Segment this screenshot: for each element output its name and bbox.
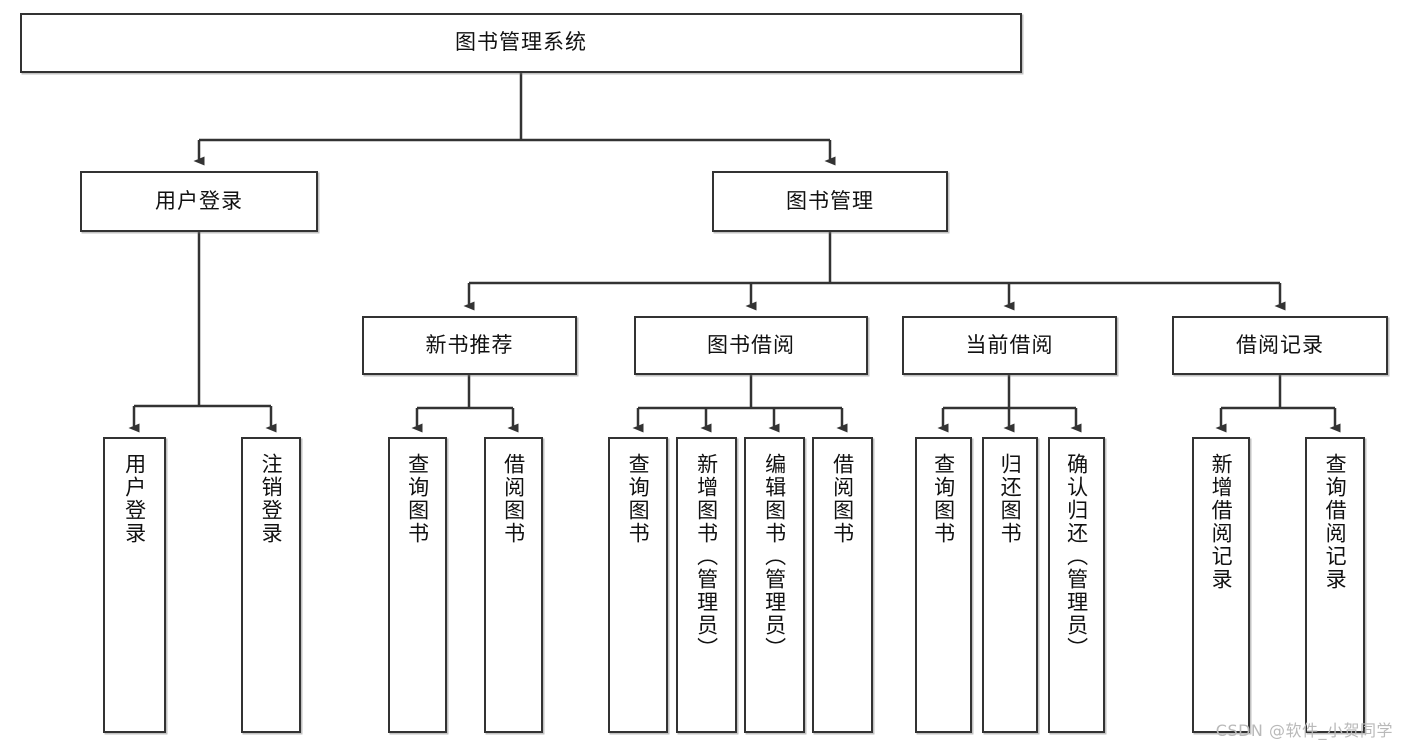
node-leaf-query-record[interactable]: 查询借阅记录: [1305, 437, 1365, 733]
node-root[interactable]: 图书管理系统: [20, 13, 1022, 73]
node-borrow-record-label: 借阅记录: [1236, 332, 1324, 357]
node-root-label: 图书管理系统: [455, 30, 587, 55]
node-new-book-recommend[interactable]: 新书推荐: [362, 316, 577, 375]
node-leaf-confirm-return-label: 确认归还（管理员）: [1064, 453, 1089, 660]
node-leaf-borrow-book-2-label: 借阅图书: [830, 453, 855, 545]
node-leaf-return-book[interactable]: 归还图书: [982, 437, 1038, 733]
node-leaf-user-login-label: 用户登录: [122, 453, 147, 545]
node-leaf-query-book-1[interactable]: 查询图书: [388, 437, 447, 733]
node-leaf-query-book-3[interactable]: 查询图书: [915, 437, 972, 733]
node-leaf-logout-login-label: 注销登录: [259, 453, 284, 545]
node-leaf-query-book-2[interactable]: 查询图书: [608, 437, 668, 733]
node-leaf-add-record[interactable]: 新增借阅记录: [1192, 437, 1250, 733]
node-user-login-label: 用户登录: [155, 188, 243, 213]
watermark: CSDN @软件_小贺同学: [1215, 721, 1393, 740]
node-leaf-return-book-label: 归还图书: [998, 453, 1023, 545]
node-leaf-query-book-1-label: 查询图书: [405, 453, 430, 545]
node-book-manage[interactable]: 图书管理: [712, 171, 948, 232]
node-new-book-recommend-label: 新书推荐: [425, 332, 514, 357]
node-book-manage-label: 图书管理: [786, 188, 874, 213]
node-leaf-add-record-label: 新增借阅记录: [1209, 453, 1234, 591]
node-leaf-confirm-return[interactable]: 确认归还（管理员）: [1048, 437, 1105, 733]
node-current-borrow-label: 当前借阅: [965, 332, 1054, 357]
node-user-login[interactable]: 用户登录: [80, 171, 318, 232]
node-leaf-query-book-2-label: 查询图书: [626, 453, 651, 545]
node-book-borrow[interactable]: 图书借阅: [634, 316, 868, 375]
node-leaf-add-book-label: 新增图书（管理员）: [694, 453, 719, 660]
node-current-borrow[interactable]: 当前借阅: [902, 316, 1117, 375]
node-leaf-edit-book[interactable]: 编辑图书（管理员）: [744, 437, 805, 733]
node-leaf-edit-book-label: 编辑图书（管理员）: [762, 453, 787, 660]
node-borrow-record[interactable]: 借阅记录: [1172, 316, 1388, 375]
node-leaf-borrow-book-2[interactable]: 借阅图书: [812, 437, 873, 733]
node-leaf-user-login[interactable]: 用户登录: [103, 437, 166, 733]
node-leaf-query-book-3-label: 查询图书: [931, 453, 956, 545]
node-leaf-add-book[interactable]: 新增图书（管理员）: [676, 437, 737, 733]
node-leaf-borrow-book-1-label: 借阅图书: [501, 453, 526, 545]
node-leaf-query-record-label: 查询借阅记录: [1323, 453, 1348, 591]
node-leaf-borrow-book-1[interactable]: 借阅图书: [484, 437, 543, 733]
node-book-borrow-label: 图书借阅: [707, 332, 795, 357]
node-leaf-logout-login[interactable]: 注销登录: [241, 437, 301, 733]
